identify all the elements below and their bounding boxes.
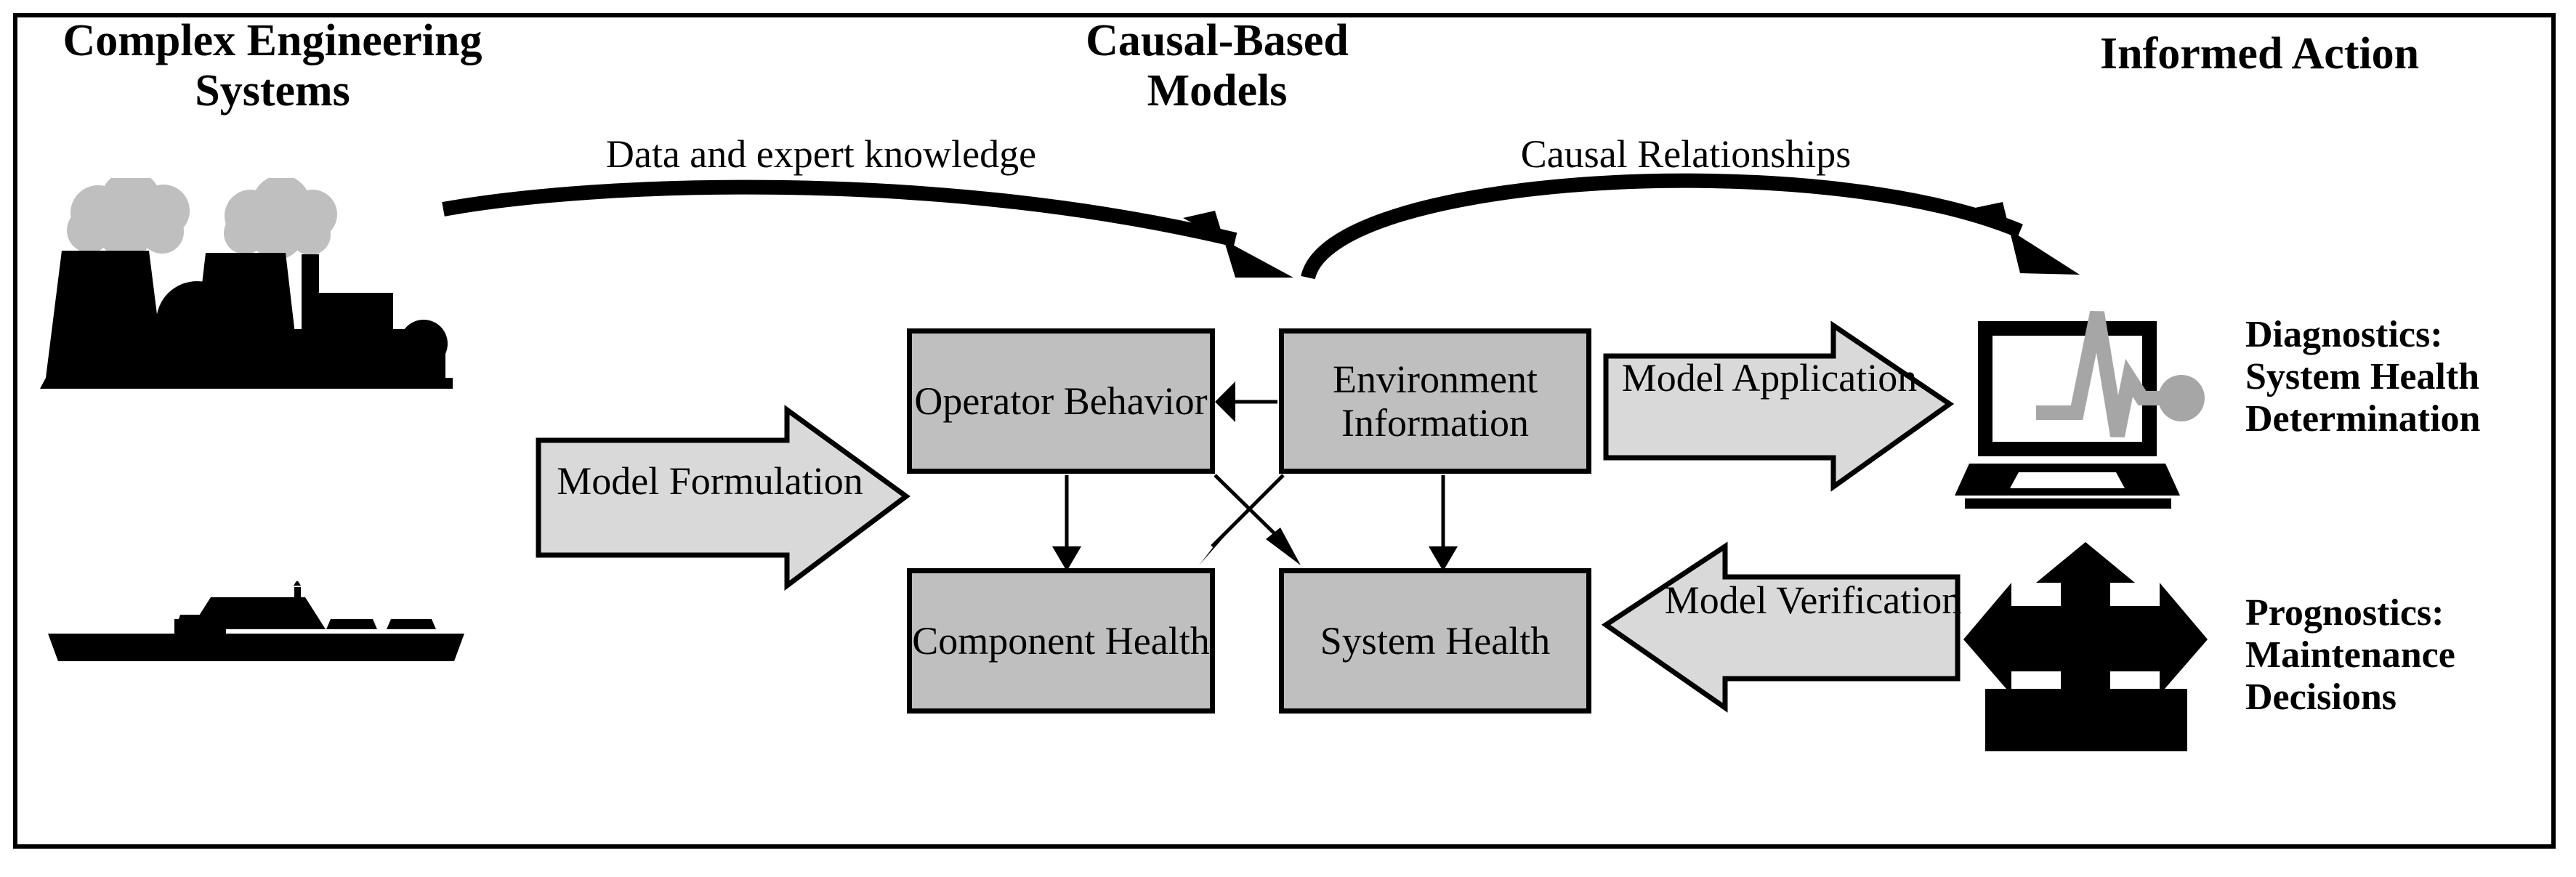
block-arrow-model-application[interactable] (1602, 296, 1955, 518)
node-environment-information[interactable]: Environment Information (1279, 328, 1591, 474)
block-arrow-model-formulation-label: Model Formulation (557, 459, 863, 503)
node-component-health-label: Component Health (912, 618, 1210, 663)
node-system-health[interactable]: System Health (1279, 568, 1591, 714)
outcome-label-diagnostics: Diagnostics: System Health Determination (2245, 314, 2481, 440)
heading-informed-action: Informed Action (2100, 29, 2420, 78)
heading-complex-engineering-systems: Complex Engineering Systems (62, 16, 483, 116)
three-way-arrow-icon (1962, 538, 2209, 759)
block-arrow-model-verification[interactable] (1599, 517, 1962, 739)
node-environment-information-label: Environment Information (1333, 357, 1538, 445)
flow-label-data-and-expert-knowledge: Data and expert knowledge (605, 132, 1037, 176)
node-operator-behavior[interactable]: Operator Behavior (907, 328, 1215, 474)
block-arrow-model-verification-label: Model Verification (1664, 578, 1962, 622)
block-arrow-model-application-label: Model Application (1621, 356, 1918, 400)
laptop-ecg-icon (1955, 291, 2245, 512)
heading-causal-based-models: Causal-Based Models (1086, 16, 1349, 116)
node-operator-behavior-label: Operator Behavior (914, 379, 1208, 423)
naval-ship-icon (44, 580, 480, 672)
power-plant-icon (40, 171, 469, 392)
node-system-health-label: System Health (1320, 618, 1551, 663)
outcome-label-prognostics: Prognostics: Maintenance Decisions (2245, 592, 2455, 719)
flow-label-causal-relationships: Causal Relationships (1520, 132, 1852, 176)
block-arrow-model-formulation[interactable] (534, 378, 912, 621)
node-component-health[interactable]: Component Health (907, 568, 1215, 714)
